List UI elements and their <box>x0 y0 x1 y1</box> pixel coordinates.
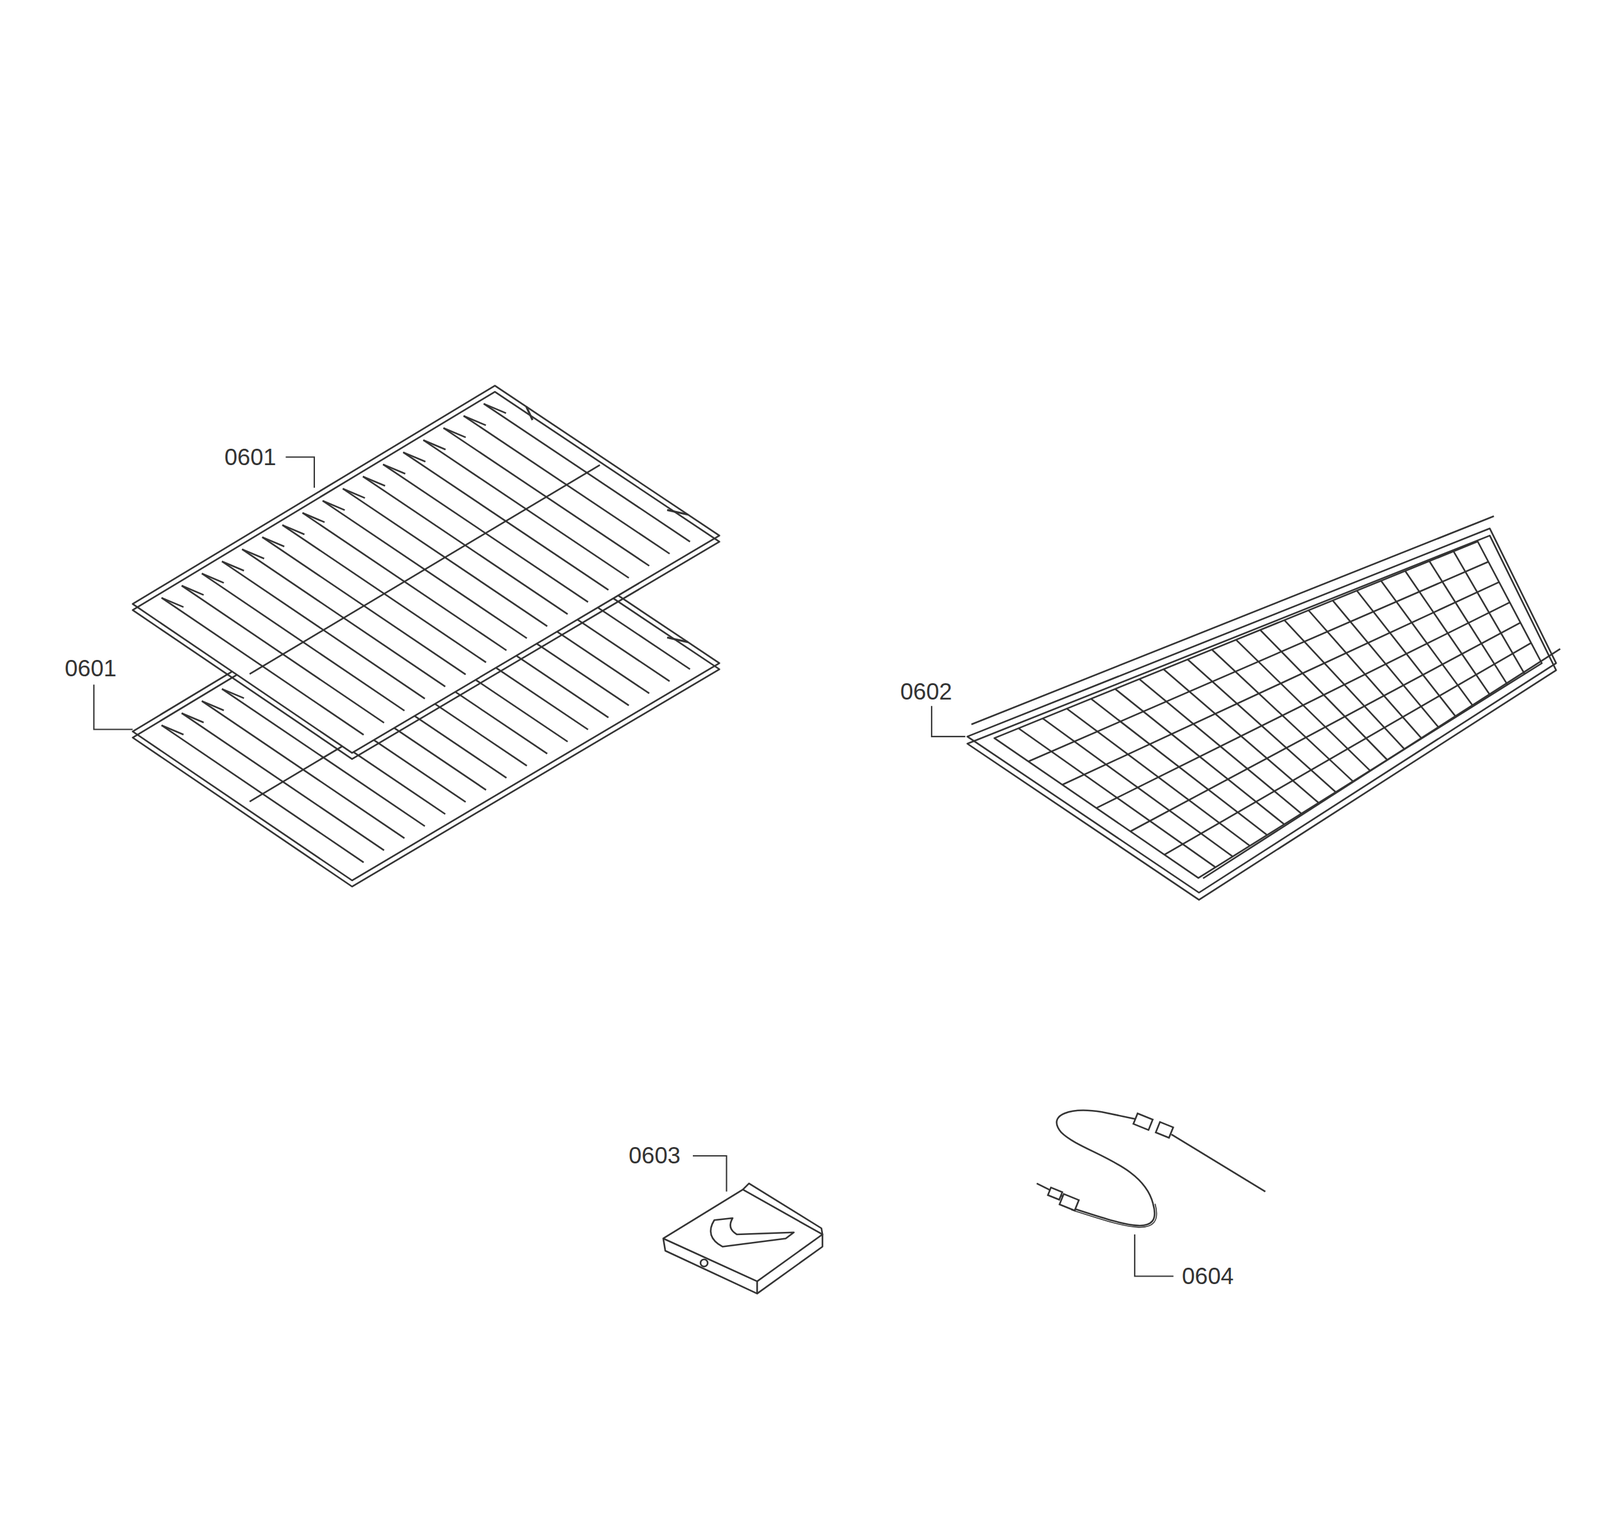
rack-wire <box>1164 643 1531 856</box>
rack-wire <box>971 516 1494 725</box>
rack-wire <box>463 416 486 426</box>
rack-wire <box>362 476 385 486</box>
rack-wire <box>667 637 688 642</box>
rack-wire <box>667 509 688 515</box>
rack-wire <box>282 524 305 535</box>
rack-wire <box>1062 582 1500 785</box>
oven-rack <box>132 386 720 760</box>
rack-wire <box>221 561 244 571</box>
rack-wire <box>242 549 265 559</box>
rack-wire <box>221 689 244 699</box>
sliding-rack <box>967 516 1561 900</box>
rack-wire <box>201 700 224 711</box>
rack-wire <box>1096 602 1511 808</box>
rack-wire <box>402 452 425 463</box>
rack-drawings <box>132 386 1561 901</box>
rack-wire <box>443 428 466 438</box>
rack-wire <box>483 403 506 414</box>
callout-number: 0603 <box>627 1143 682 1169</box>
rack-wire <box>161 725 184 735</box>
rack-wire <box>1203 648 1561 879</box>
probe-drawing <box>1036 1110 1266 1228</box>
leader-lines <box>93 457 1174 1277</box>
rack-wire <box>382 464 405 475</box>
rack-frame <box>132 386 720 754</box>
rack-wire <box>249 465 600 675</box>
rack-frame <box>967 535 1557 900</box>
rack-wire <box>161 597 184 608</box>
rack-wire <box>181 713 204 723</box>
callout-number: 0602 <box>899 679 954 705</box>
bracket-drawing <box>663 1183 823 1294</box>
rack-wire <box>302 513 325 523</box>
callout-number: 0601 <box>63 656 118 681</box>
rack-wire <box>342 488 365 498</box>
callout-number: 0604 <box>1180 1264 1235 1289</box>
rack-wire <box>201 573 224 584</box>
rack-frame <box>132 391 720 759</box>
callout-number: 0601 <box>223 445 278 470</box>
rack-wire <box>423 440 446 450</box>
rack-wire <box>1028 562 1489 762</box>
rack-frame <box>967 528 1557 893</box>
rack-wire <box>526 406 533 420</box>
rack-wire <box>181 585 204 596</box>
rack-wire <box>262 537 285 547</box>
rack-wire <box>322 501 345 511</box>
rack-frame <box>994 541 1543 879</box>
